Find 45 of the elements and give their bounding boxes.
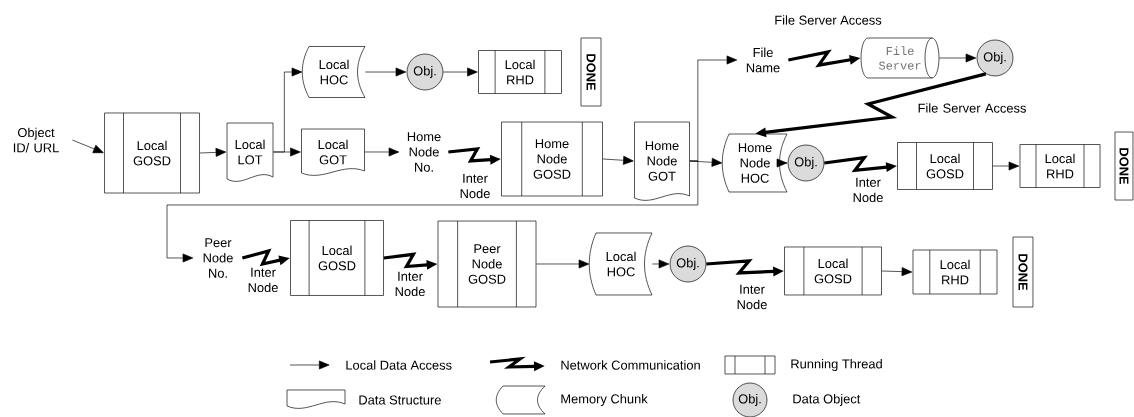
- arrow: [881, 267, 913, 277]
- thread-box: Local GOSD: [784, 246, 882, 296]
- legend-label: Running Thread: [791, 359, 882, 371]
- edge-label: Inter Node: [846, 176, 890, 204]
- arrow: [939, 53, 977, 63]
- legend-label: Network Communication: [561, 360, 700, 370]
- thread-box: Local RHD: [1019, 144, 1101, 188]
- node-label: File Name: [746, 47, 780, 73]
- legend-label: Data Structure: [359, 395, 441, 405]
- edge-label: Inter Node: [241, 266, 285, 294]
- done-box: DONE: [1012, 236, 1034, 308]
- arrow: [273, 147, 301, 157]
- object-circle-sample: Obj.: [732, 382, 768, 417]
- node-label: Object ID/ URL: [13, 127, 59, 153]
- arrow: [602, 155, 634, 165]
- done-box: DONE: [580, 37, 602, 107]
- thread-box: Local RHD: [478, 50, 562, 94]
- arrow: [365, 67, 407, 77]
- node-label: Home Node No.: [407, 132, 441, 172]
- legend-label: Memory Chunk: [561, 394, 648, 406]
- caption-text: File Server Access: [775, 15, 882, 25]
- legend-label: Local Data Access: [346, 360, 452, 370]
- arrow: [199, 148, 227, 157]
- node-label: Peer Node No.: [203, 238, 233, 278]
- edge-label: Inter Node: [388, 270, 432, 298]
- thread-box: Peer Node GOSD: [437, 220, 537, 308]
- arrow: [364, 147, 400, 157]
- legend-label: Data Object: [793, 394, 861, 406]
- done-box: DONE: [1114, 131, 1134, 201]
- arrow: [443, 67, 478, 77]
- arrow: [652, 259, 670, 269]
- arrow: [72, 139, 104, 154]
- arrow: [776, 158, 788, 168]
- arrow: [992, 161, 1020, 171]
- thread-box: Local GOSD: [104, 112, 200, 194]
- edge-label: Inter Node: [453, 172, 497, 200]
- thread-box: Local RHD: [912, 249, 998, 295]
- thread-box: Home Node GOSD: [501, 121, 603, 197]
- arrow: [536, 259, 590, 269]
- edge-label: Inter Node: [730, 283, 774, 311]
- cylinder: File Server: [860, 37, 940, 79]
- edge-label: File Server Access: [914, 101, 1030, 115]
- thread-box: Local GOSD: [290, 220, 384, 296]
- arrow: [166, 160, 699, 263]
- thread-box: Local GOSD: [897, 142, 993, 190]
